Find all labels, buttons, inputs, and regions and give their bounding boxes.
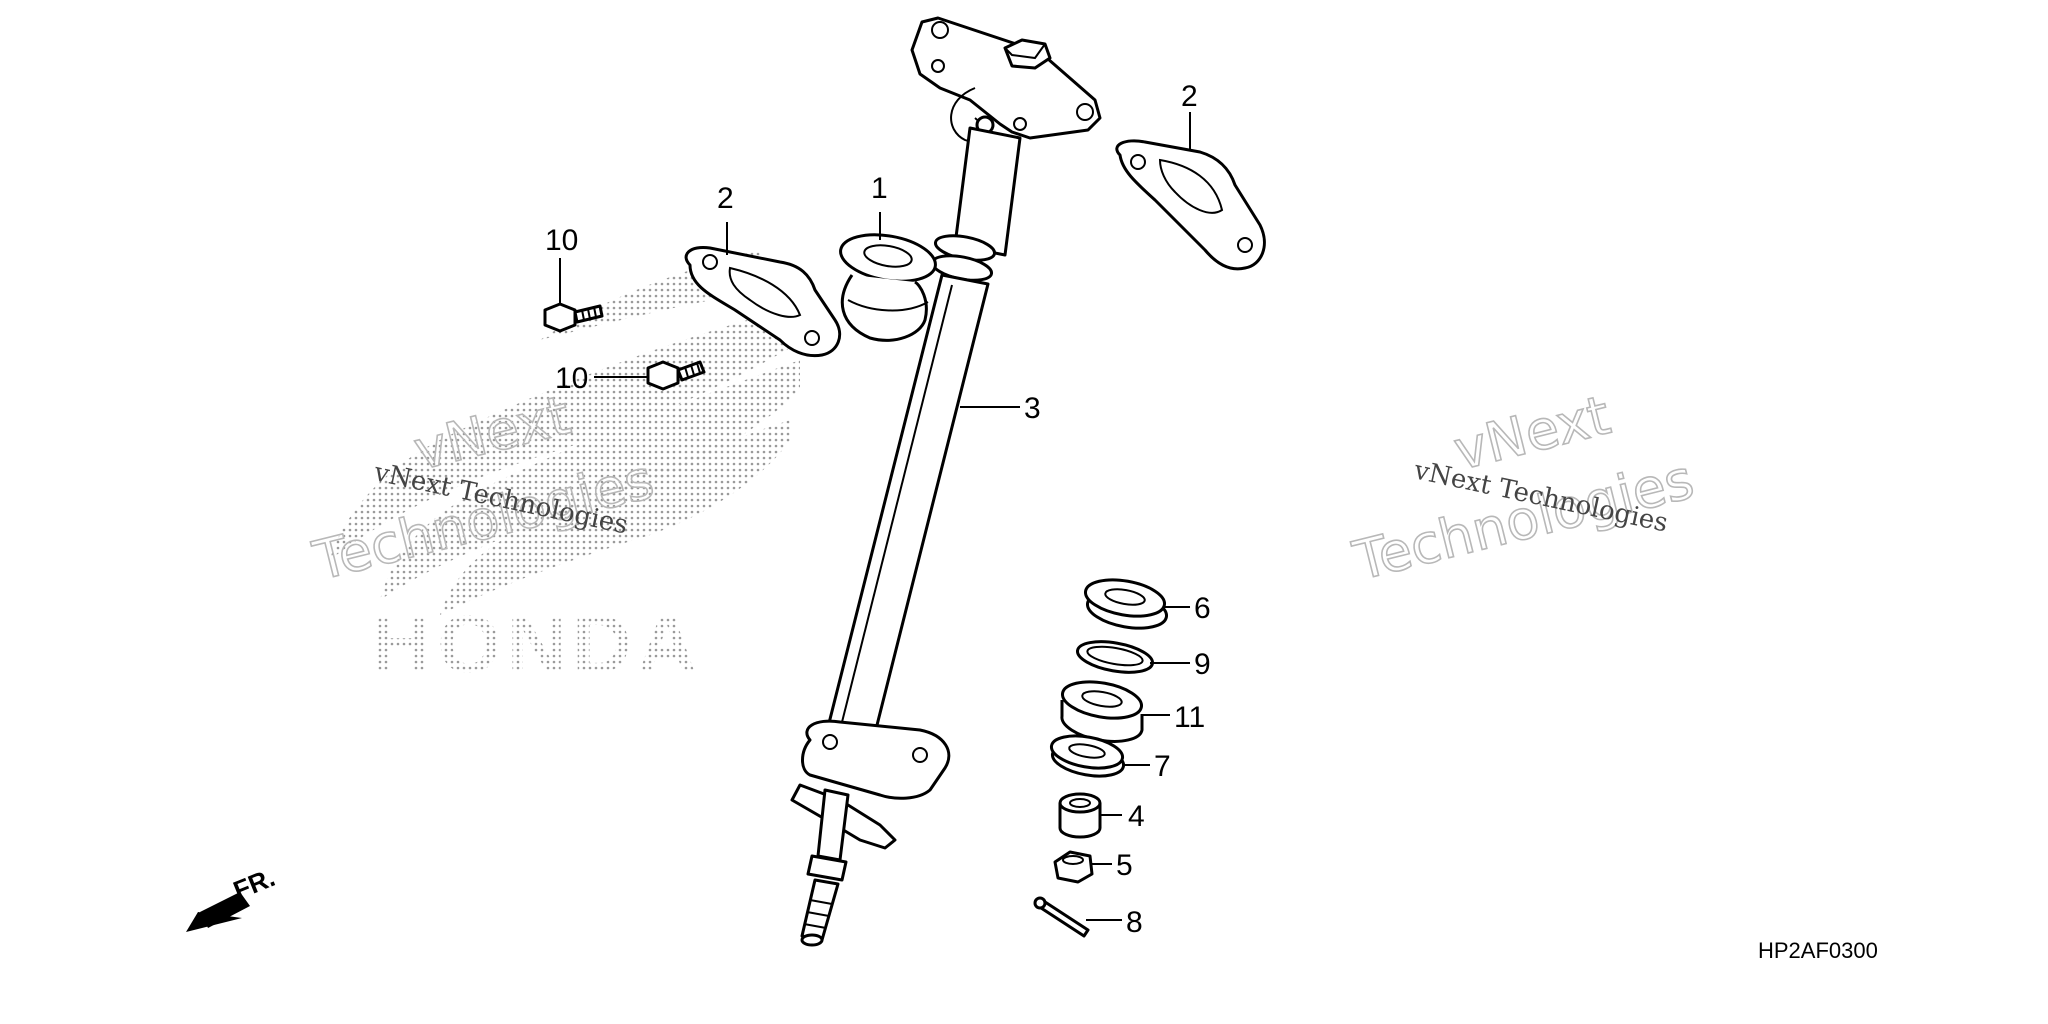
callout-8: 8 [1126, 906, 1143, 939]
steering-bushing [839, 233, 937, 342]
callout-3: 3 [1024, 392, 1041, 425]
honda-watermark-text: HONDA [372, 599, 703, 690]
circlip [1075, 640, 1155, 674]
callout-4: 4 [1128, 800, 1145, 833]
diagram-code: HP2AF0300 [1758, 938, 1878, 963]
cotter-pin [1033, 896, 1090, 938]
dust-seal [1049, 734, 1126, 778]
callout-6: 6 [1194, 592, 1211, 625]
flange-bolt-lower [646, 360, 706, 391]
steering-shaft [790, 16, 1102, 947]
shaft-holder-left [684, 245, 841, 358]
callout-11: 11 [1174, 701, 1205, 734]
front-direction-arrow: FR. [186, 862, 279, 932]
oil-seal [1083, 578, 1169, 630]
callout-7: 7 [1154, 750, 1171, 783]
callout-10-upper: 10 [545, 224, 578, 257]
leader-lines [559, 112, 1191, 921]
callout-2-left: 2 [717, 182, 734, 215]
callout-5: 5 [1116, 849, 1133, 882]
collar [1058, 792, 1102, 839]
callout-10-lower: 10 [555, 362, 588, 395]
callout-2-right: 2 [1181, 80, 1198, 113]
callout-1: 1 [871, 172, 888, 205]
watermark-right: vNext Technologies vNext Technologies [1346, 383, 1700, 594]
shaft-holder-right [1115, 139, 1266, 271]
flange-bolt-upper [543, 302, 604, 333]
callout-9: 9 [1194, 648, 1211, 681]
castle-nut [1053, 850, 1094, 884]
radial-ball-bearing [1060, 680, 1144, 743]
